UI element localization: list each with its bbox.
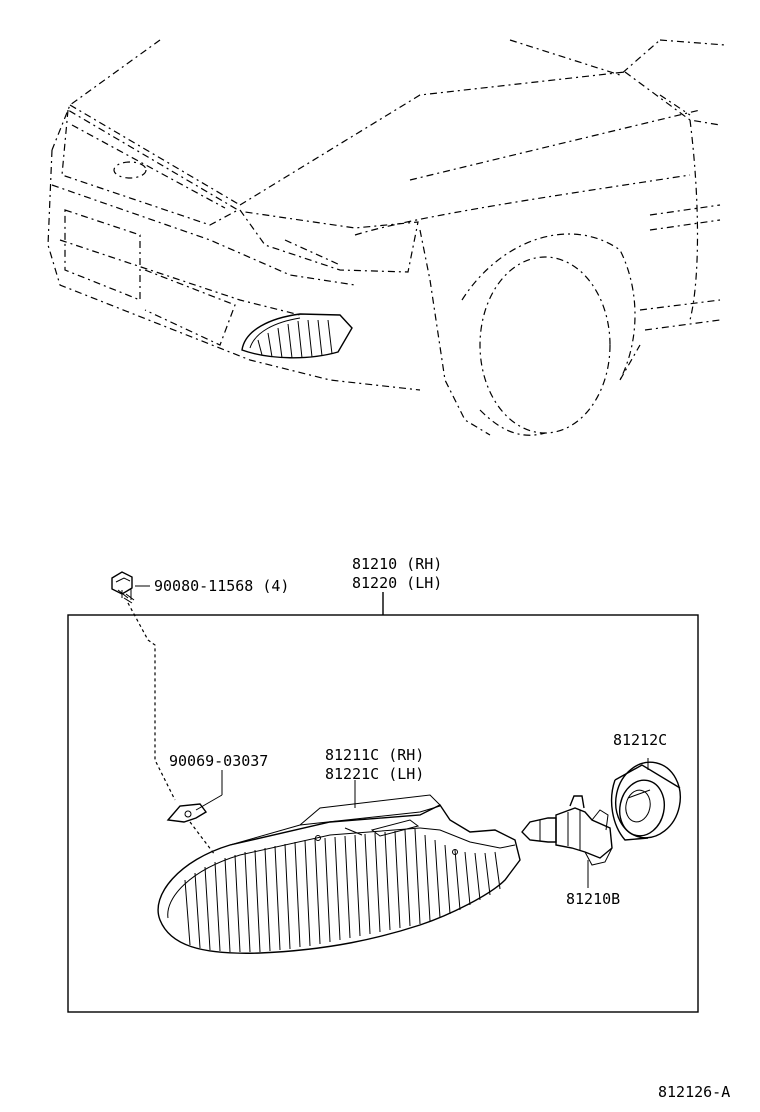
- label-assembly-rh: 81210 (RH): [352, 555, 442, 573]
- bolt-part: [111, 571, 135, 604]
- label-assembly-lh: 81220 (LH): [352, 574, 442, 592]
- label-bulb: 81210B: [566, 890, 620, 908]
- label-bolt: 90080-11568 (4): [154, 577, 289, 595]
- label-lens-lh: 81221C (LH): [325, 765, 424, 783]
- clip-part: [166, 803, 208, 823]
- figure-id: 812126-A: [658, 1083, 730, 1101]
- bulb-part: [521, 795, 613, 866]
- socket-part: [610, 761, 681, 841]
- fog-lamp-lens: [157, 794, 521, 954]
- label-lens-rh: 81211C (RH): [325, 746, 424, 764]
- label-socket: 81212C: [613, 731, 667, 749]
- car-front-illustration: [47, 39, 726, 436]
- label-clip: 90069-03037: [169, 752, 268, 770]
- assembly-box: [67, 614, 699, 1013]
